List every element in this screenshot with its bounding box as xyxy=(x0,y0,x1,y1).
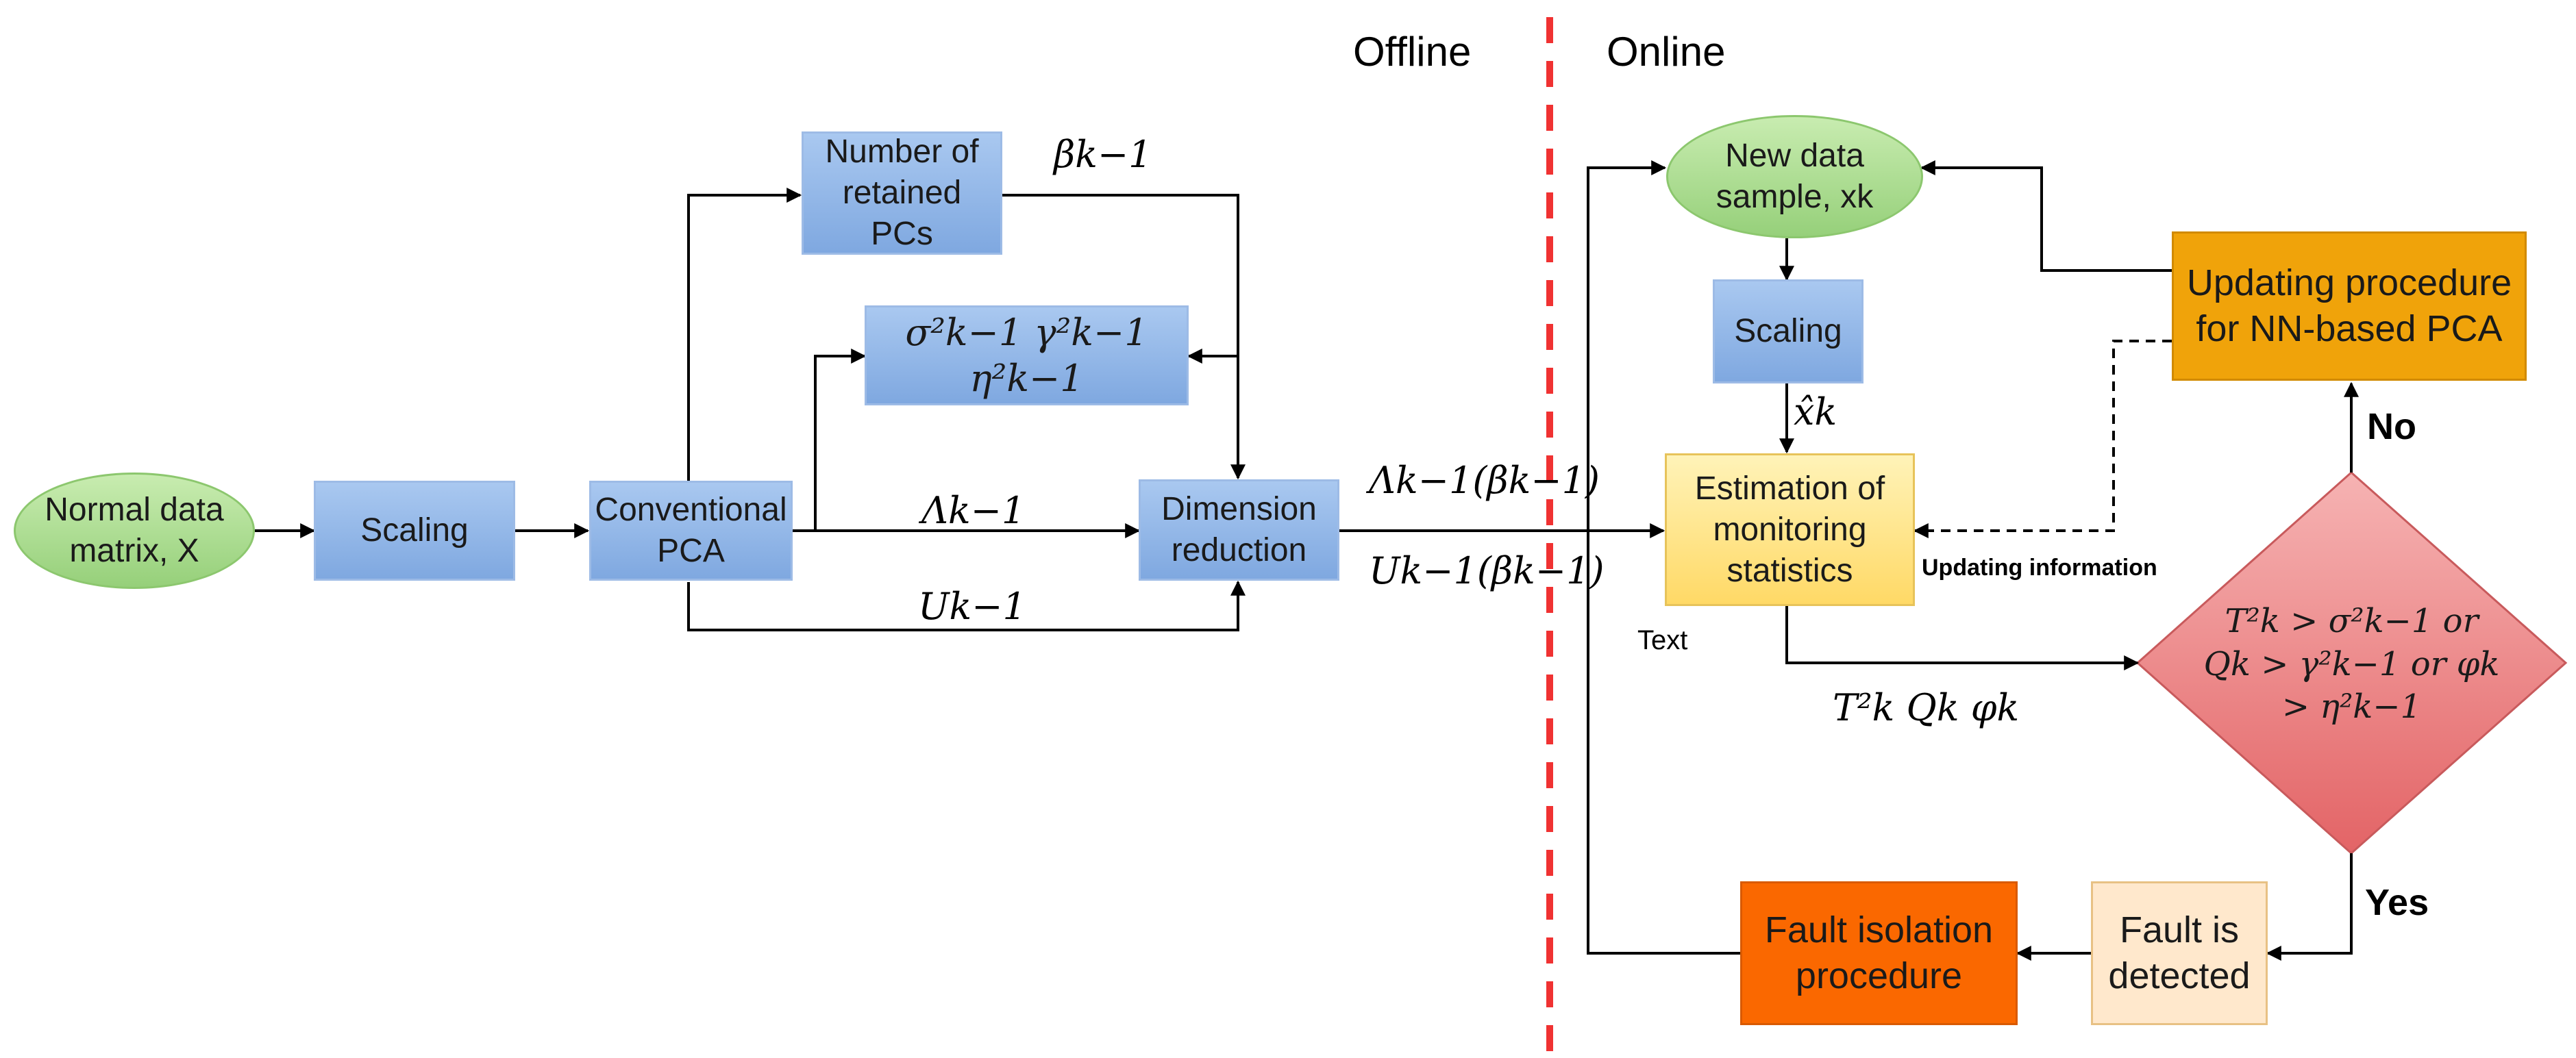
x-hat-label: x̂k xyxy=(1794,390,1837,433)
estimation-node: Estimation of monitoring statistics xyxy=(1665,453,1915,606)
updating-information-label: Updating information xyxy=(1922,555,2157,581)
arrow-updating-to-sample xyxy=(1920,160,2172,272)
no-label: No xyxy=(2367,406,2416,447)
offline-label: Offline xyxy=(1353,29,1472,75)
u-beta-label: Uk−1(βk−1) xyxy=(1369,549,1605,592)
normal-data-node: Normal data matrix, X xyxy=(14,473,255,589)
arrow-decision-yes-to-detected xyxy=(2266,853,2353,961)
new-data-sample-node: New data sample, xk xyxy=(1666,115,1923,238)
arrow-retained-to-dimension xyxy=(1002,194,1246,480)
beta-label: βk−1 xyxy=(1054,133,1152,176)
arrow-pca-to-dimension-u xyxy=(687,580,1246,631)
retained-pcs-node: Number of retained PCs xyxy=(802,131,1002,255)
text-note-label: Text xyxy=(1637,625,1688,655)
fault-detected-node: Fault is detected xyxy=(2091,881,2268,1025)
decision-text: T²k > σ²k−1 or Qk > γ²k−1 or φk > η²k−1 xyxy=(2203,602,2500,727)
lambda-beta-label: Λk−1(βk−1) xyxy=(1369,459,1600,502)
stats-label: T²k Qk φk xyxy=(1833,686,2020,729)
arrow-pca-to-retained xyxy=(687,188,802,481)
fault-isolation-node: Fault isolation procedure xyxy=(1740,881,2018,1025)
arrow-estimation-to-decision xyxy=(1785,606,2140,670)
online-label: Online xyxy=(1607,29,1726,75)
conventional-pca-node: Conventional PCA xyxy=(589,481,793,581)
lambda-label: Λk−1 xyxy=(921,489,1026,532)
dimension-reduction-node: Dimension reduction xyxy=(1139,479,1339,581)
thresholds-node: σ²k−1 γ²k−1 η²k−1 xyxy=(865,305,1189,405)
u-label: Uk−1 xyxy=(918,585,1026,628)
updating-procedure-node: Updating procedure for NN-based PCA xyxy=(2172,231,2527,381)
scaling-offline-node: Scaling xyxy=(314,481,515,581)
arrow-pca-to-thresholds xyxy=(793,349,867,532)
arrow-isolation-to-sample xyxy=(1587,160,1740,955)
arrow-updating-info-to-estimation xyxy=(1913,340,2172,538)
yes-label: Yes xyxy=(2365,882,2429,923)
scaling-online-node: Scaling xyxy=(1713,279,1863,383)
